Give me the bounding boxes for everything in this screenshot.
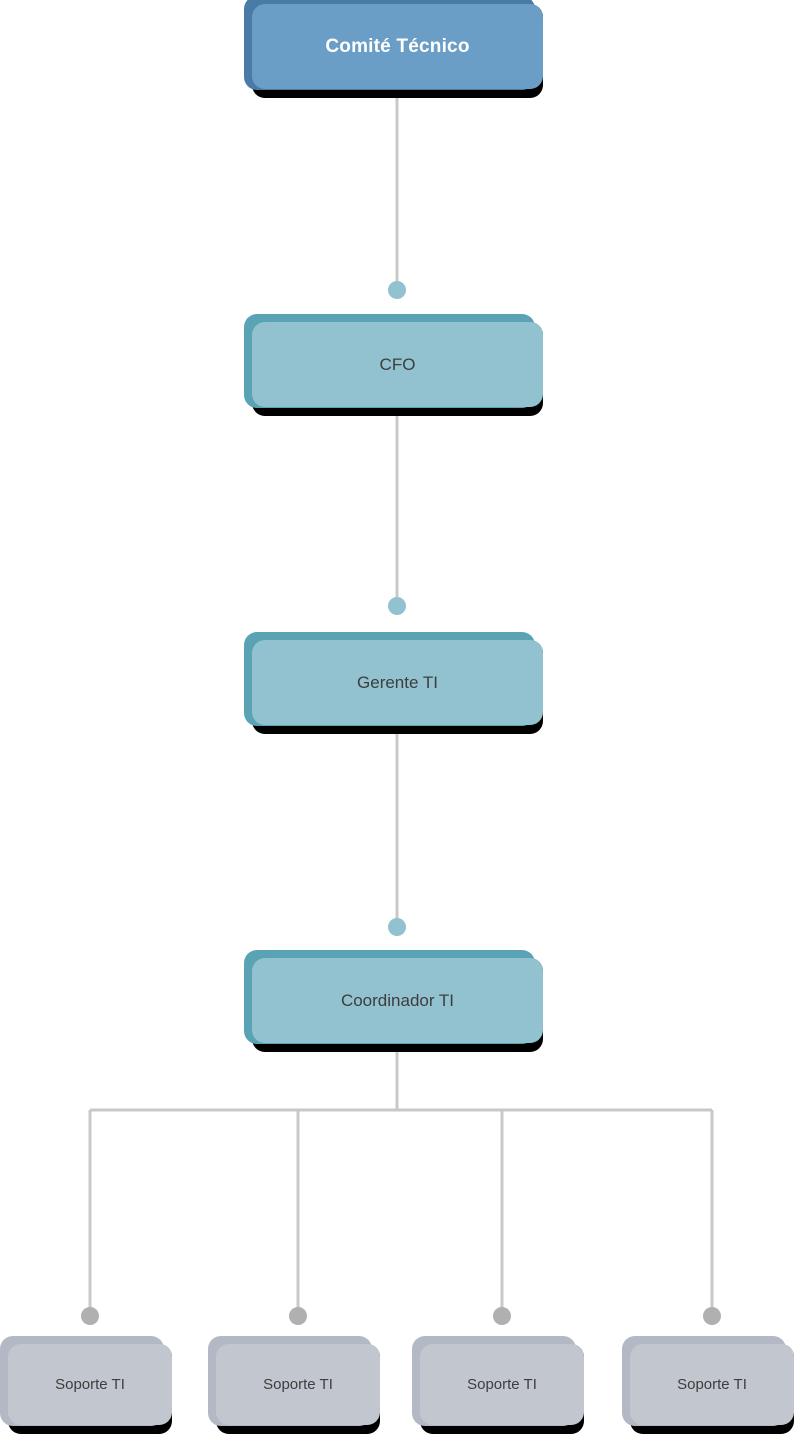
node-label: Comité Técnico <box>325 35 470 57</box>
edge-dot-soporte-1 <box>81 1307 99 1325</box>
edge-dot-soporte-4 <box>703 1307 721 1325</box>
node-label: Coordinador TI <box>340 990 455 1010</box>
edge-dot-coordinador <box>388 918 406 936</box>
node-comite-tecnico[interactable]: Comité Técnico <box>244 0 543 98</box>
node-face: Soporte TI <box>420 1344 584 1425</box>
node-face: Soporte TI <box>8 1344 172 1425</box>
node-gerente-ti[interactable]: Gerente TI <box>244 632 543 734</box>
edge-dot-soporte-3 <box>493 1307 511 1325</box>
node-label: Soporte TI <box>263 1375 333 1393</box>
node-soporte-ti-1[interactable]: Soporte TI <box>0 1336 172 1434</box>
node-face: Soporte TI <box>630 1344 794 1425</box>
node-face: Comité Técnico <box>252 4 543 89</box>
node-label: CFO <box>379 354 416 374</box>
node-coordinador-ti[interactable]: Coordinador TI <box>244 950 543 1052</box>
edge-dot-soporte-2 <box>289 1307 307 1325</box>
node-face: Coordinador TI <box>252 958 543 1043</box>
node-label: Soporte TI <box>55 1375 125 1393</box>
node-face: Gerente TI <box>252 640 543 725</box>
node-soporte-ti-4[interactable]: Soporte TI <box>622 1336 794 1434</box>
edge-dot-gerente <box>388 597 406 615</box>
node-face: Soporte TI <box>216 1344 380 1425</box>
node-soporte-ti-3[interactable]: Soporte TI <box>412 1336 584 1434</box>
node-face: CFO <box>252 322 543 407</box>
node-label: Soporte TI <box>467 1375 537 1393</box>
node-label: Gerente TI <box>357 672 438 692</box>
node-label: Soporte TI <box>677 1375 747 1393</box>
edge-dot-cfo <box>388 281 406 299</box>
node-soporte-ti-2[interactable]: Soporte TI <box>208 1336 380 1434</box>
node-cfo[interactable]: CFO <box>244 314 543 416</box>
